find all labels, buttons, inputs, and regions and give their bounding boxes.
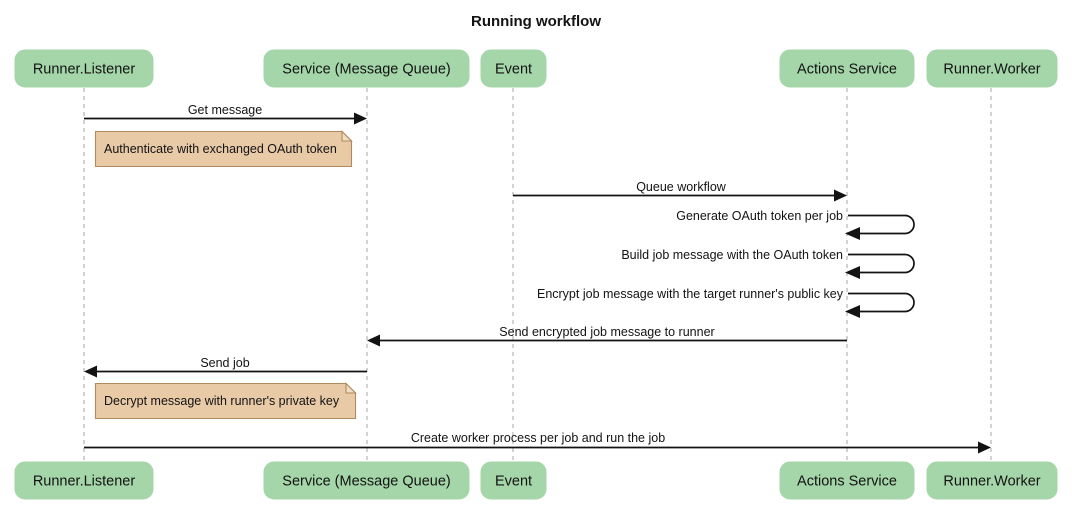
arrowhead-left-icon — [845, 266, 860, 279]
self-loop-line[interactable] — [848, 253, 915, 274]
arrowhead-left-icon — [845, 305, 860, 318]
message-create-worker-process-per-job[interactable]: Create worker process per job and run th… — [84, 431, 991, 454]
note-decrypt-note: Decrypt message with runner's private ke… — [94, 382, 357, 420]
message-send-job[interactable]: Send job — [84, 356, 367, 378]
message-label: Generate OAuth token per job — [676, 209, 843, 223]
message-label: Build job message with the OAuth token — [621, 248, 843, 262]
participant-label: Event — [495, 473, 532, 489]
participant-bottom-runner-worker[interactable]: Runner.Worker — [926, 461, 1058, 500]
note-shape — [94, 382, 357, 420]
note-label: Decrypt message with runner's private ke… — [104, 394, 340, 408]
message-label: Create worker process per job and run th… — [411, 431, 665, 445]
participant-top-actions-service[interactable]: Actions Service — [779, 49, 915, 88]
participant-box[interactable] — [779, 49, 915, 88]
participants-bottom: Runner.Listener Service (Message Queue) … — [14, 461, 1058, 500]
message-get-message[interactable]: Get message — [84, 103, 367, 125]
participant-bottom-runner-listener[interactable]: Runner.Listener — [14, 461, 154, 500]
message-queue-workflow[interactable]: Queue workflow — [513, 180, 847, 202]
participant-bottom-service-message-queue[interactable]: Service (Message Queue) — [263, 461, 470, 500]
participant-label: Actions Service — [797, 61, 897, 77]
participant-box[interactable] — [480, 461, 547, 500]
arrowhead-left-icon — [845, 227, 860, 240]
self-loop-line[interactable] — [848, 214, 915, 235]
message-label: Send job — [200, 356, 249, 370]
participant-label: Service (Message Queue) — [282, 473, 450, 489]
self-loop-line[interactable] — [848, 292, 915, 313]
participant-label: Actions Service — [797, 473, 897, 489]
message-generate-oauth-token-per-job[interactable]: Generate OAuth token per job — [676, 209, 915, 240]
participant-label: Event — [495, 61, 532, 77]
arrowhead-right-icon — [978, 441, 991, 454]
note-label: Authenticate with exchanged OAuth token — [104, 142, 337, 156]
participant-label: Runner.Listener — [33, 473, 136, 489]
participant-box[interactable] — [14, 49, 154, 88]
participants-top: Runner.Listener Service (Message Queue) … — [14, 49, 1058, 88]
message-build-job-message-with-oauth-token[interactable]: Build job message with the OAuth token — [621, 248, 915, 279]
participant-box[interactable] — [480, 49, 547, 88]
participant-box[interactable] — [926, 461, 1058, 500]
participant-label: Service (Message Queue) — [282, 61, 450, 77]
arrowhead-right-icon — [834, 189, 847, 202]
note-fold-corner-icon — [341, 130, 353, 142]
participant-box[interactable] — [263, 461, 470, 500]
arrowhead-left-icon — [367, 334, 380, 347]
message-label: Encrypt job message with the target runn… — [537, 287, 844, 301]
participant-label: Runner.Listener — [33, 61, 136, 77]
message-label: Queue workflow — [636, 180, 727, 194]
participant-label: Runner.Worker — [943, 473, 1040, 489]
message-send-encrypted-job-message-to-runner[interactable]: Send encrypted job message to runner — [367, 325, 847, 347]
participant-box[interactable] — [14, 461, 154, 500]
message-label: Get message — [188, 103, 262, 117]
participant-top-service-message-queue[interactable]: Service (Message Queue) — [263, 49, 470, 88]
participant-top-runner-listener[interactable]: Runner.Listener — [14, 49, 154, 88]
participant-bottom-event[interactable]: Event — [480, 461, 547, 500]
lifelines-group — [83, 88, 992, 461]
arrowhead-right-icon — [354, 112, 367, 125]
participant-top-event[interactable]: Event — [480, 49, 547, 88]
note-fold-corner-icon — [345, 382, 357, 394]
participant-label: Runner.Worker — [943, 61, 1040, 77]
diagram-title: Running workflow — [471, 13, 601, 30]
note-authenticate-note: Authenticate with exchanged OAuth token — [94, 130, 353, 168]
participant-top-runner-worker[interactable]: Runner.Worker — [926, 49, 1058, 88]
participant-bottom-actions-service[interactable]: Actions Service — [779, 461, 915, 500]
note-shape — [94, 130, 353, 168]
participant-box[interactable] — [779, 461, 915, 500]
message-encrypt-job-message-target-runner-public-key[interactable]: Encrypt job message with the target runn… — [537, 287, 915, 318]
participant-box[interactable] — [926, 49, 1058, 88]
arrowhead-left-icon — [84, 365, 97, 378]
participant-box[interactable] — [263, 49, 470, 88]
message-label: Send encrypted job message to runner — [499, 325, 714, 339]
